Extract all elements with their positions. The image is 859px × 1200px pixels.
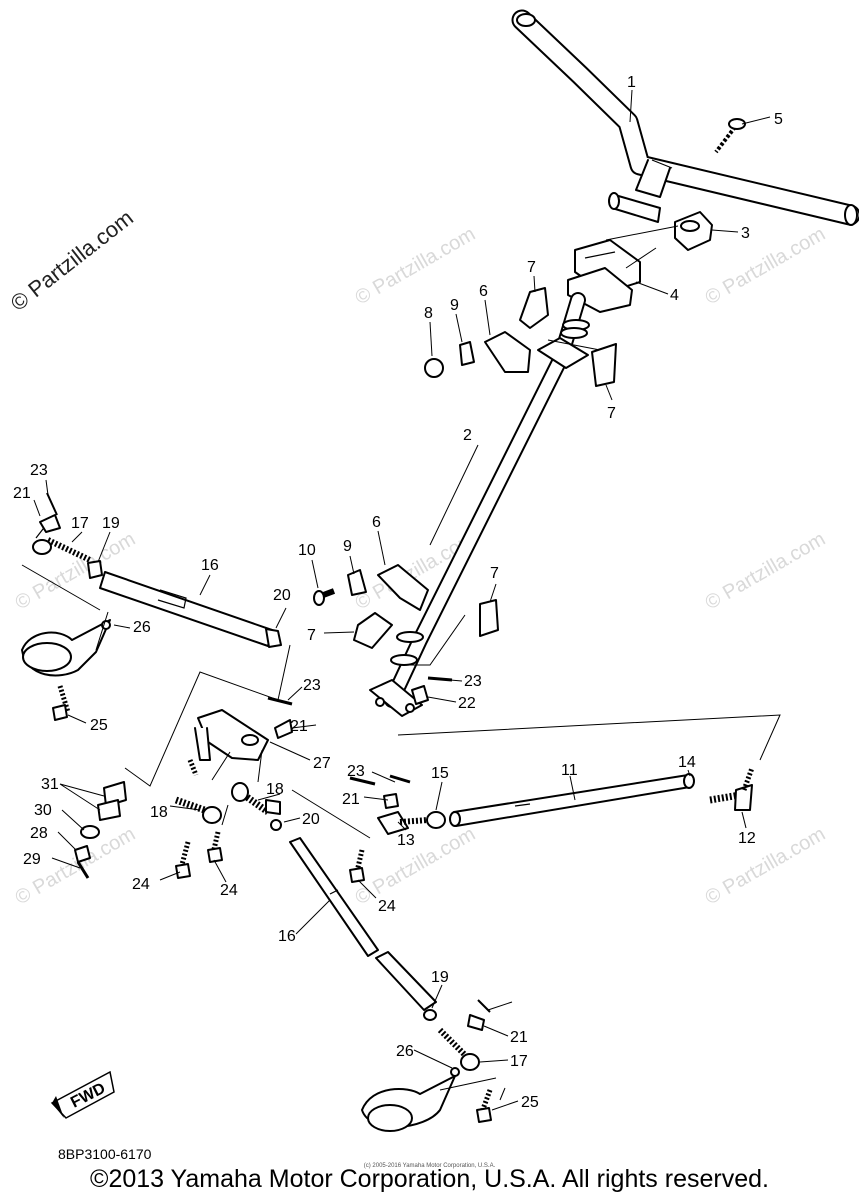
relay-rod-11 <box>377 767 755 835</box>
clamps-6 <box>347 331 531 611</box>
callout-label: 3 <box>741 225 750 242</box>
bushing-stack <box>74 781 127 879</box>
watermark: © Partzilla.com <box>12 528 140 614</box>
upper-holder-3 <box>674 211 713 251</box>
callout-label: 6 <box>479 283 488 300</box>
bushings-7 <box>353 287 617 649</box>
callout-label: 4 <box>670 287 679 304</box>
callout-label: 23 <box>303 677 321 694</box>
callout-label: 15 <box>431 765 449 782</box>
callout-label: 14 <box>678 754 696 771</box>
fwd-arrow-icon: FWD <box>50 1070 115 1119</box>
callout-label: 16 <box>278 928 296 945</box>
callout-label: 9 <box>450 297 459 314</box>
callout-label: 23 <box>30 462 48 479</box>
callout-label: 17 <box>71 515 89 532</box>
callout-label: 21 <box>13 485 31 502</box>
pin-23 <box>427 676 453 682</box>
callout-label: 29 <box>23 851 41 868</box>
callout-label: 10 <box>298 542 316 559</box>
ball-joints-18 <box>174 782 282 831</box>
nut-8 <box>424 358 444 378</box>
callout-label: 21 <box>290 718 308 735</box>
callout-label: 25 <box>521 1094 539 1111</box>
callout-label: 7 <box>490 565 499 582</box>
leader-lines <box>33 89 771 1111</box>
watermark: © Partzilla.com <box>352 223 480 309</box>
callout-label: 19 <box>431 969 449 986</box>
steering-column-2 <box>369 292 590 717</box>
callout-labels: 1 2 3 4 5 6 6 7 7 7 7 8 9 9 10 11 12 13 … <box>13 74 783 1111</box>
callout-label: 9 <box>343 538 352 555</box>
callout-label: 26 <box>133 619 151 636</box>
handlebar <box>511 9 859 226</box>
bolts-24 <box>175 831 365 883</box>
watermark: © Partzilla.com <box>702 223 830 309</box>
callout-label: 26 <box>396 1043 414 1060</box>
callout-label: 23 <box>464 673 482 690</box>
callout-label: 19 <box>102 515 120 532</box>
callout-label: 31 <box>41 776 59 793</box>
callout-label: 1 <box>627 74 636 91</box>
callout-label: 30 <box>34 802 52 819</box>
diagram-code: 8BP3100-6170 <box>58 1146 152 1162</box>
callout-label: 17 <box>510 1053 528 1070</box>
bolt-5 <box>714 118 746 154</box>
callout-label: 7 <box>307 627 316 644</box>
callout-label: 18 <box>150 804 168 821</box>
callout-label: 6 <box>372 514 381 531</box>
callout-label: 11 <box>561 762 578 779</box>
callout-label: 21 <box>510 1029 528 1046</box>
callout-label: 28 <box>30 825 48 842</box>
callout-label: 7 <box>607 405 616 422</box>
nut-22 <box>411 685 429 705</box>
callout-label: 2 <box>463 427 472 444</box>
callout-label: 27 <box>313 755 331 772</box>
callout-label: 23 <box>347 763 365 780</box>
callout-label: 21 <box>342 791 360 808</box>
callout-label: 20 <box>273 587 291 604</box>
callout-label: 18 <box>266 781 284 798</box>
watermarks: © Partzilla.com © Partzilla.com © Partzi… <box>12 223 830 909</box>
callout-label: 12 <box>738 830 756 847</box>
callout-label: 16 <box>201 557 219 574</box>
callout-label: 24 <box>220 882 238 899</box>
tie-rod-upper-left <box>21 492 282 721</box>
watermark: © Partzilla.com <box>352 823 480 909</box>
callout-label: 24 <box>132 876 150 893</box>
callout-label: 13 <box>397 832 415 849</box>
watermark-main: © Partzilla.com <box>6 205 138 316</box>
small-notice: (c) 2005-2016 Yamaha Motor Corporation, … <box>363 1163 496 1169</box>
callout-label: 24 <box>378 898 396 915</box>
callout-label: 22 <box>458 695 476 712</box>
pitman-arm-27 <box>187 696 293 776</box>
callout-label: 5 <box>774 111 783 128</box>
tie-rod-lower <box>289 837 437 1021</box>
watermark: © Partzilla.com <box>702 823 830 909</box>
callout-label: 8 <box>424 305 433 322</box>
watermark: © Partzilla.com <box>702 528 830 614</box>
callout-label: 25 <box>90 717 108 734</box>
assembly-lines <box>21 225 781 1101</box>
pin-23 <box>349 776 376 786</box>
callout-label: 20 <box>302 811 320 828</box>
knuckle-lower-right <box>361 999 493 1132</box>
callout-label: 7 <box>527 259 536 276</box>
copyright-footer: ©2013 Yamaha Motor Corporation, U.S.A. A… <box>90 1165 769 1193</box>
